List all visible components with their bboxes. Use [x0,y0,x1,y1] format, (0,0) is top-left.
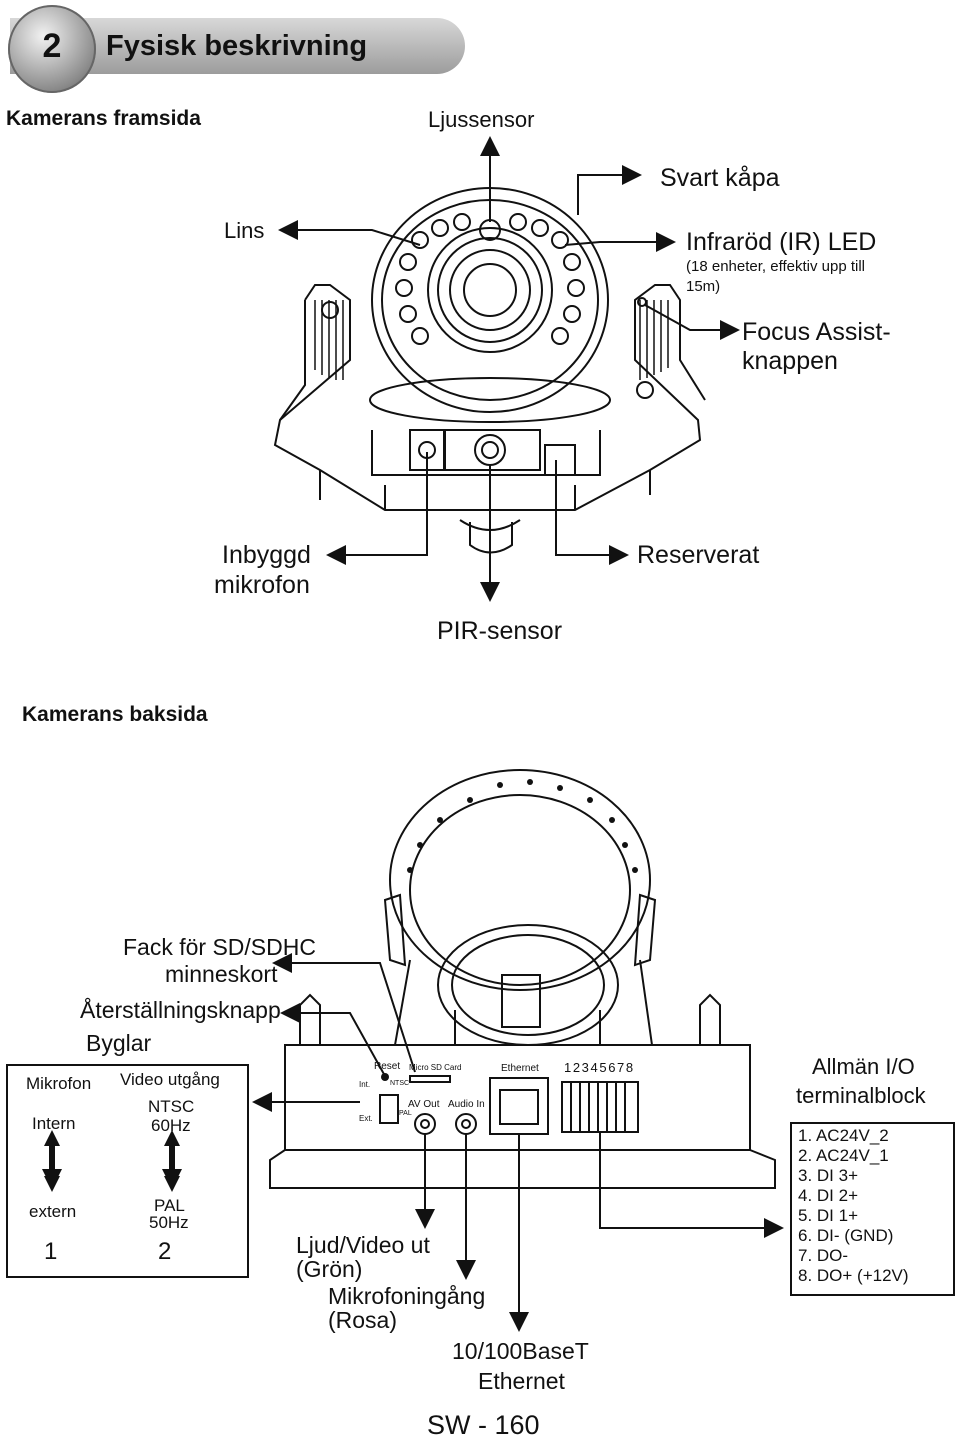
io-pin: 4. DI 2+ [798,1186,859,1205]
label-lins: Lins [224,218,265,243]
jumper-col2-top-1: NTSC [148,1097,195,1116]
label-av-1: Ljud/Video ut [296,1232,430,1258]
io-pin: 2. AC24V_1 [798,1146,889,1165]
io-pin: 7. DO- [798,1246,849,1265]
label-eth-2: Ethernet [478,1368,565,1394]
label-svart-kapa: Svart kåpa [660,164,780,192]
jumper-col1-title: Mikrofon [26,1074,92,1093]
jumper-col1-number: 1 [44,1238,58,1265]
chapter-title: Fysisk beskrivning [106,30,368,62]
front-heading: Kamerans framsida [6,107,201,130]
io-block-box [790,1122,955,1296]
chapter-badge: 2 [8,5,96,93]
chapter-number: 2 [42,27,62,65]
jumper-col2-number: 2 [158,1238,172,1265]
io-pin: 3. DI 3+ [798,1166,859,1185]
label-focus-2: knappen [742,347,838,375]
panel-microsd-label: Micro SD Card [409,1063,462,1072]
io-pin: 6. DI- (GND) [798,1226,894,1245]
label-micin-1: Mikrofoningång [328,1283,486,1309]
panel-ethernet-label: Ethernet [501,1063,539,1074]
panel-int-label: Int. [359,1080,371,1089]
label-mic-1: Inbyggd [222,541,311,569]
page-number: SW - 160 [427,1410,540,1440]
panel-reset-label: Reset [374,1061,401,1072]
label-av-2: (Grön) [296,1256,363,1282]
label-byglar: Byglar [86,1030,152,1056]
label-ir-led-note-1: (18 enheter, effektiv upp till [686,258,866,275]
panel-ext-label: Ext. [359,1114,373,1123]
jumper-col2-bottom-2: 50Hz [149,1213,189,1232]
label-micin-2: (Rosa) [328,1307,398,1333]
label-reset: Återställningsknapp [80,997,281,1023]
back-heading: Kamerans baksida [22,703,208,726]
jumper-col1-bottom: extern [29,1202,77,1221]
panel-audioin-label: Audio In [448,1099,485,1110]
panel-pins-label: 1 2 3 4 5 6 7 8 [564,1060,633,1075]
io-title-1: Allmän I/O [812,1054,915,1079]
panel-avout-label: AV Out [408,1099,440,1110]
io-pin: 8. DO+ (+12V) [798,1266,909,1285]
label-ljussensor: Ljussensor [428,107,535,132]
label-ir-led-note-2: 15m) [686,278,721,295]
label-eth-1: 10/100BaseT [452,1338,589,1364]
jumper-col2-bottom-1: PAL [154,1196,185,1215]
io-pin: 5. DI 1+ [798,1206,859,1225]
panel-pal-label: PAL [399,1110,412,1117]
label-sd-2: minneskort [165,961,278,987]
io-title-2: terminalblock [796,1083,926,1108]
label-reserverat: Reserverat [637,541,760,569]
panel-ntsc-label: NTSC [390,1080,410,1087]
jumper-col2-title: Video utgång [120,1070,220,1089]
label-ir-led: Infraröd (IR) LED [686,228,877,256]
jumper-col1-top: Intern [32,1114,76,1133]
label-pir: PIR-sensor [437,617,563,645]
jumper-col2-top-2: 60Hz [151,1116,191,1135]
io-pin: 1. AC24V_2 [798,1126,889,1145]
label-focus-1: Focus Assist- [742,318,891,346]
label-mic-2: mikrofon [214,571,310,599]
